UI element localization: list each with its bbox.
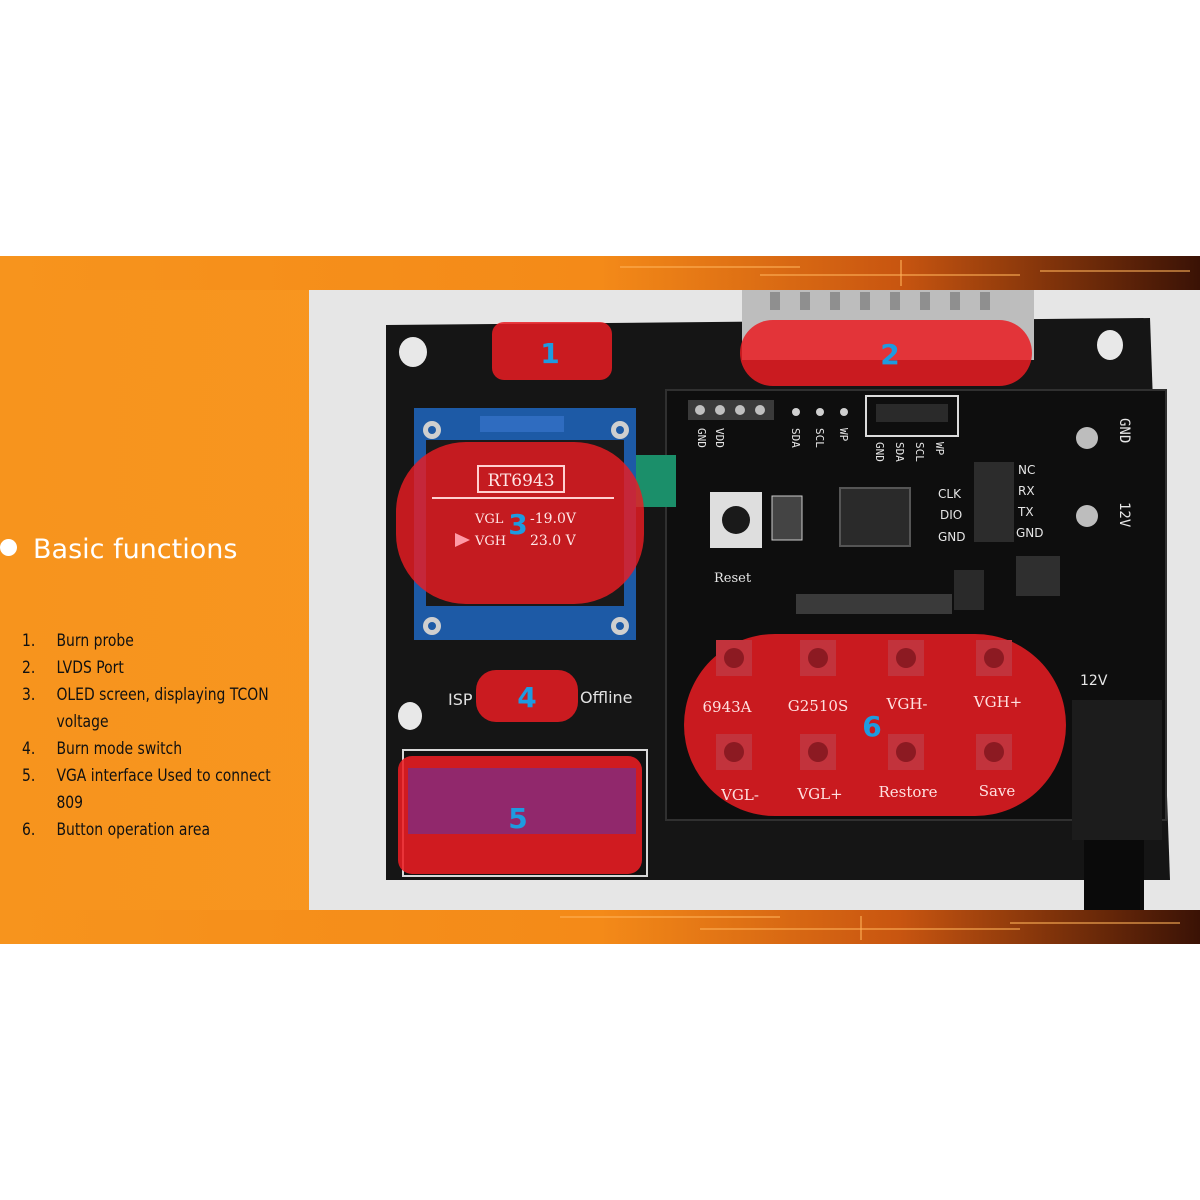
button-vgh-plus-label: VGH+ (973, 693, 1022, 711)
button-vgh-minus-label: VGH- (886, 695, 928, 713)
pin-scl-label: SCL (813, 428, 826, 448)
header-gnd-label: GND (873, 442, 886, 462)
power-jack-label: 12V (1080, 673, 1108, 689)
callout-4-highlight (476, 670, 578, 722)
callout-3: 3 (508, 508, 527, 541)
list-item: 2.LVDS Port (22, 658, 124, 678)
mount-hole (1097, 330, 1123, 360)
banner-top-strip (0, 256, 1200, 290)
section-heading: Basic functions (0, 534, 237, 565)
uart-tx-label: TX (1017, 505, 1034, 519)
callout-1-highlight (492, 322, 612, 380)
button-vgl-minus-label: VGL- (720, 786, 759, 804)
callout-1: 1 (540, 337, 559, 370)
function-list: 1.Burn probe 2.LVDS Port 3.OLED screen, … (22, 628, 301, 844)
button-6943a-label: 6943A (702, 698, 751, 716)
mount-hole (398, 702, 422, 730)
oled-line2-value: 23.0 V (530, 533, 577, 549)
callout-6-highlight (684, 634, 1066, 816)
bullet-icon (0, 539, 17, 556)
callout-4: 4 (517, 681, 536, 714)
pin-wp-label: WP (837, 428, 850, 442)
mcu-chip (839, 487, 911, 547)
uart-nc-label: NC (1018, 463, 1035, 477)
header-scl-label: SCL (913, 442, 926, 462)
mode-offline-label: Offline (580, 688, 633, 707)
list-item: 3.OLED screen, displaying TCON voltage (22, 685, 269, 732)
uart-rx-label: RX (1018, 484, 1035, 498)
swd-gnd-label: GND (938, 530, 966, 544)
uart-gnd-label: GND (1016, 526, 1044, 540)
button-save-label: Save (979, 782, 1016, 800)
header-sda-label: SDA (893, 442, 906, 462)
oled-line1-value: -19.0V (530, 511, 577, 527)
banner-bottom-strip (0, 910, 1200, 944)
swd-dio-label: DIO (940, 508, 962, 522)
button-g2510s-label: G2510S (788, 697, 848, 715)
callout-5: 5 (508, 802, 527, 835)
callout-6: 6 (862, 710, 881, 743)
oled-line1-label: VGL (474, 512, 504, 527)
swd-clk-label: CLK (938, 487, 962, 501)
selector-arrow-icon (455, 533, 470, 547)
callout-2-highlight (740, 320, 1032, 386)
list-item: 4.Burn mode switch (22, 739, 183, 759)
list-item: 5.VGA interface Used to connect 809 (22, 766, 271, 813)
list-item: 1.Burn probe (22, 631, 134, 651)
callout-3-highlight (396, 442, 644, 604)
pin-gnd-label: GND (695, 428, 708, 448)
pin-vdd-label: VDD (713, 428, 726, 448)
power-12v-label: 12V (1116, 502, 1132, 528)
button-restore-label: Restore (879, 783, 938, 801)
button-vgl-plus-label: VGL+ (796, 785, 842, 803)
callout-2: 2 (880, 338, 899, 371)
power-gnd-label: GND (1116, 418, 1132, 443)
reset-label: Reset (714, 571, 752, 586)
mount-hole (399, 337, 427, 367)
header-wp-label: WP (933, 442, 946, 456)
mode-isp-label: ISP (448, 690, 473, 709)
list-item: 6.Button operation area (22, 820, 211, 840)
section-title: Basic functions (33, 534, 238, 565)
pin-sda-label: SDA (789, 428, 802, 448)
oled-line2-label: VGH (474, 534, 506, 549)
oled-model: RT6943 (487, 471, 554, 491)
board-photo: RT6943 VGL -19.0V VGH 23.0 V 1 2 3 4 5 6… (309, 290, 1200, 910)
